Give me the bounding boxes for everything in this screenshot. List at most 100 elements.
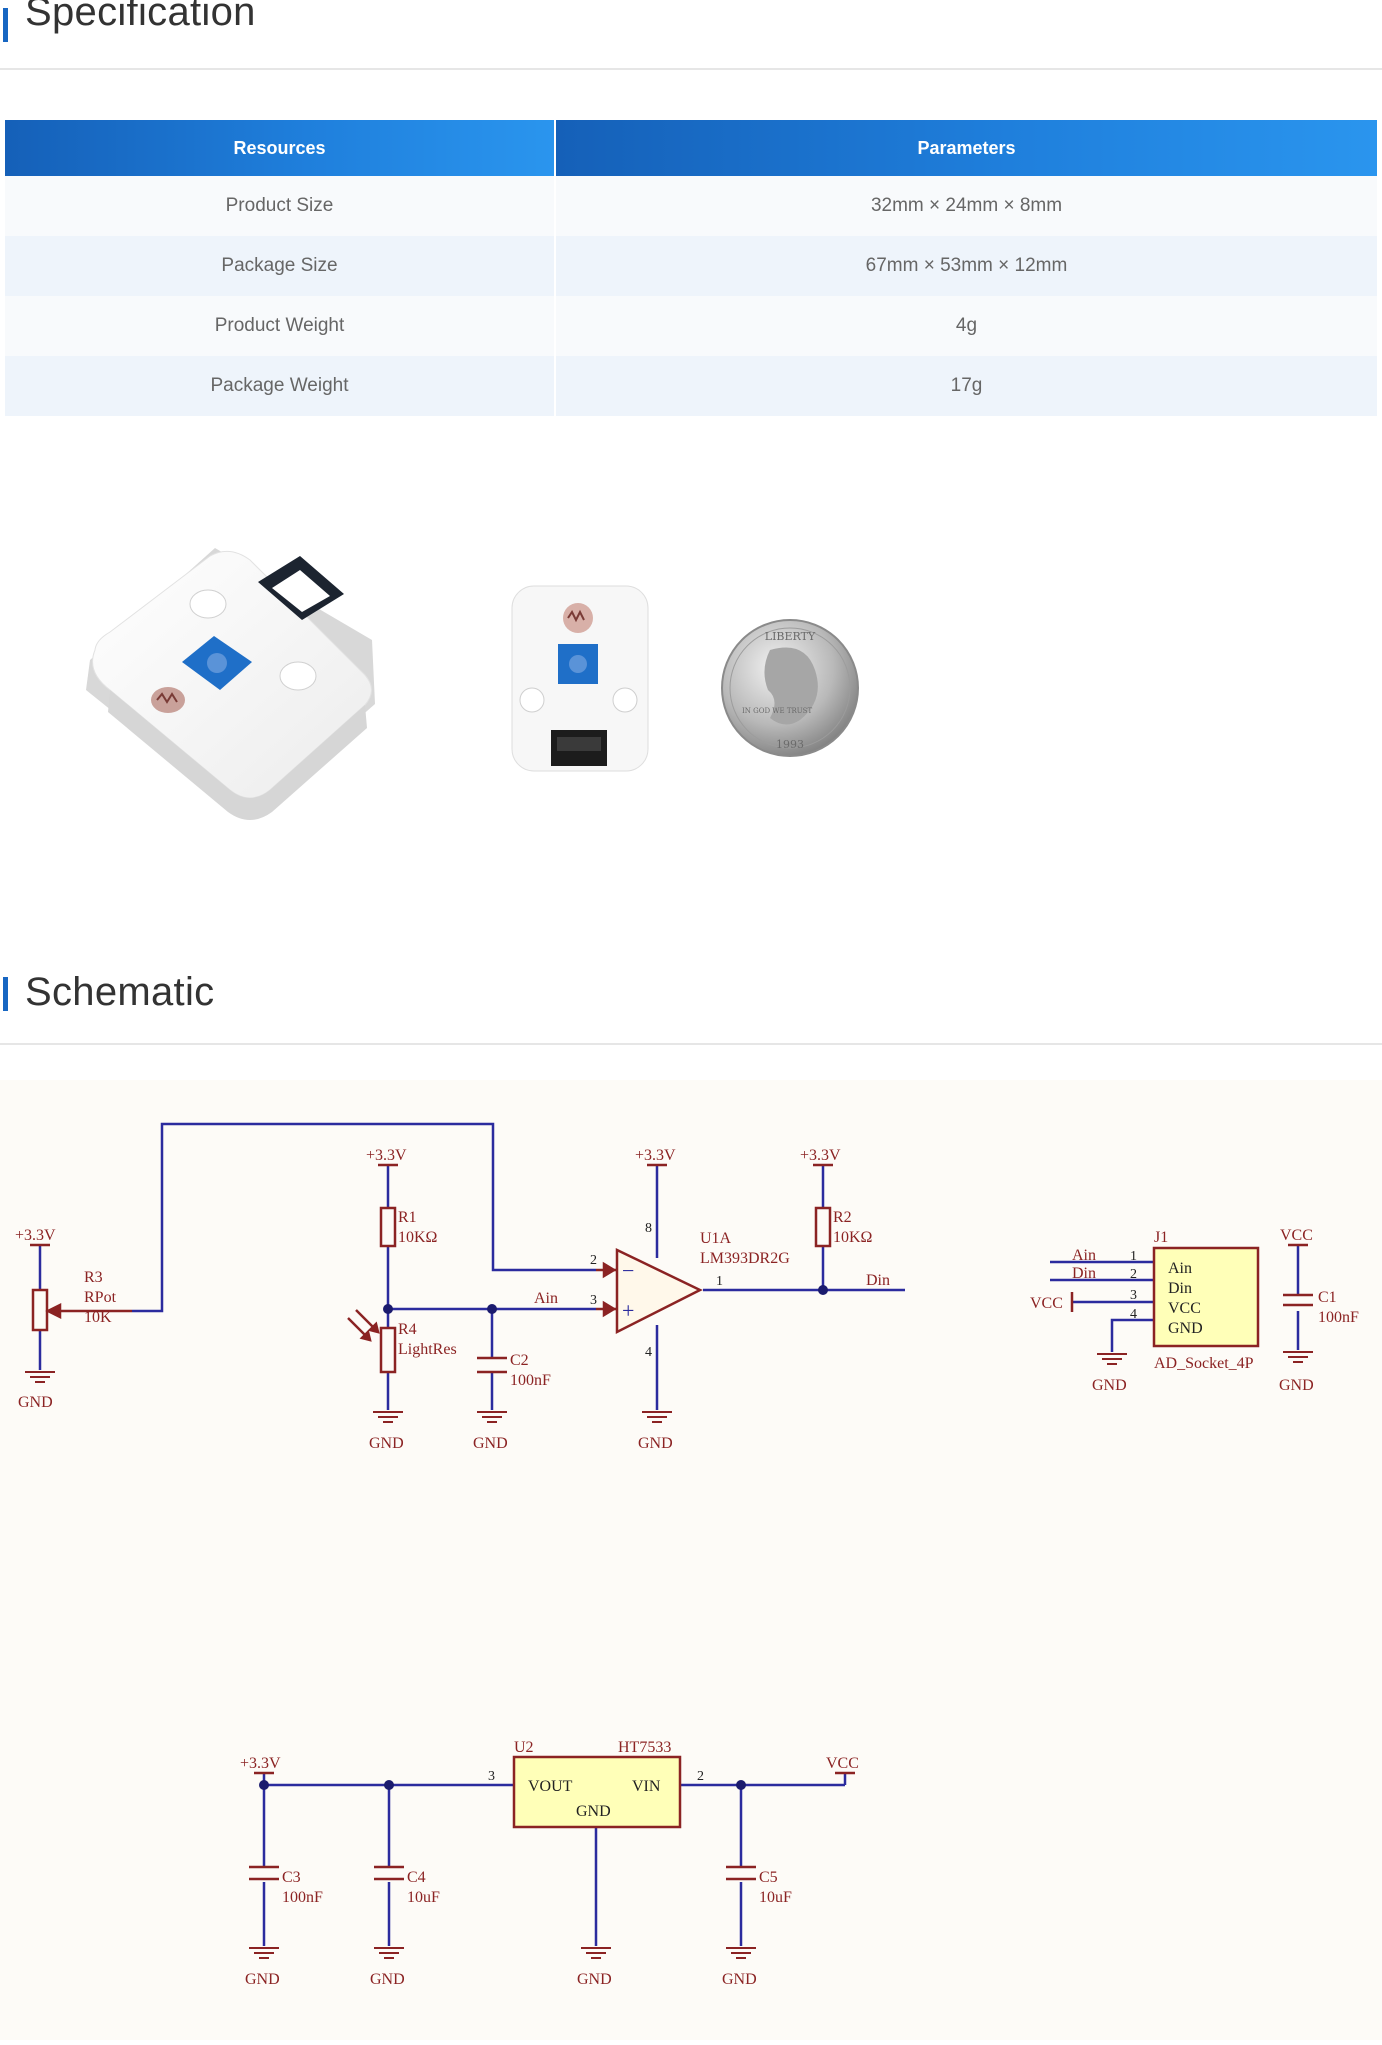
label-c1: C1 (1318, 1289, 1337, 1306)
schematic-wires (38, 1122, 1300, 1946)
resource-cell: Product Weight (5, 296, 555, 356)
pin-number: 1 (1130, 1249, 1137, 1264)
label-c3: C3 (282, 1869, 301, 1886)
schematic-components (31, 1206, 1313, 1881)
label-vcc: VCC (826, 1755, 859, 1772)
resource-cell: Package Weight (5, 356, 555, 416)
label-33v: +3.3V (800, 1147, 841, 1164)
label-c4: C4 (407, 1869, 426, 1886)
junction-dots (259, 1285, 828, 1790)
label-r2-value: 10KΩ (833, 1229, 873, 1246)
resource-cell: Product Size (5, 176, 555, 236)
label-gnd: GND (370, 1971, 405, 1988)
opamp-plus-sign: + (622, 1298, 634, 1323)
column-header-parameters: Parameters (554, 120, 1377, 176)
module-front-photo (511, 585, 649, 772)
label-gnd: GND (473, 1435, 508, 1452)
specification-table: Resources Parameters Product Size 32mm ×… (5, 120, 1377, 416)
pin-number: 3 (590, 1293, 597, 1308)
label-gnd: GND (1279, 1377, 1314, 1394)
j1-pin-vcc: VCC (1168, 1300, 1201, 1317)
label-r2: R2 (833, 1209, 852, 1226)
coin-rim-text: LIBERTY (765, 630, 816, 643)
parameter-cell: 67mm × 53mm × 12mm (554, 236, 1377, 296)
label-ain: Ain (534, 1290, 558, 1307)
label-ht7533: HT7533 (618, 1739, 671, 1756)
label-33v: +3.3V (240, 1755, 281, 1772)
schematic-heading: Schematic (0, 970, 1382, 1045)
label-c1-value: 100nF (1318, 1309, 1359, 1326)
label-din: Din (866, 1272, 890, 1289)
column-header-resources: Resources (5, 120, 555, 176)
label-gnd: GND (1092, 1377, 1127, 1394)
label-u2: U2 (514, 1739, 534, 1756)
parameter-cell: 17g (554, 356, 1377, 416)
light-connector-slot (258, 556, 344, 620)
coin-year-text: 1993 (776, 738, 804, 751)
product-photos: LIBERTY IN GOD WE TRUST 1993 (86, 548, 859, 820)
table-row: Product Size 32mm × 24mm × 8mm (5, 176, 1377, 236)
power-rail-markers (30, 1163, 1308, 1775)
pin-number: 3 (1130, 1288, 1137, 1303)
j1-pin-ain: Ain (1168, 1260, 1192, 1277)
mount-hole (612, 687, 638, 713)
j1-pin-din: Din (1168, 1280, 1192, 1297)
label-r1-value: 10KΩ (398, 1229, 438, 1246)
label-rpot: RPot (84, 1289, 117, 1306)
label-gnd: GND (722, 1971, 757, 1988)
label-33v: +3.3V (15, 1227, 56, 1244)
table-row: Package Weight 17g (5, 356, 1377, 416)
pin-number: 8 (645, 1221, 652, 1236)
specification-title: Specification (25, 0, 256, 34)
label-r1: R1 (398, 1209, 417, 1226)
label-33v: +3.3V (635, 1147, 676, 1164)
label-din: Din (1072, 1265, 1096, 1282)
label-c3-value: 100nF (282, 1889, 323, 1906)
label-33v: +3.3V (366, 1147, 407, 1164)
label-c2: C2 (510, 1352, 529, 1369)
label-lm393: LM393DR2G (700, 1250, 790, 1267)
label-c5: C5 (759, 1869, 778, 1886)
pin-number: 3 (488, 1769, 495, 1784)
schematic-title: Schematic (25, 970, 215, 1014)
coin-scale-reference: LIBERTY IN GOD WE TRUST 1993 (721, 619, 859, 757)
mount-hole (279, 661, 317, 691)
pin-number: 2 (1130, 1267, 1137, 1282)
coin-motto-text: IN GOD WE TRUST (742, 707, 812, 715)
u2-pin-gnd: GND (576, 1803, 611, 1820)
j1-pin-gnd: GND (1168, 1320, 1203, 1337)
u2-pin-vout: VOUT (528, 1778, 573, 1795)
heading-accent-bar (3, 8, 8, 42)
table-row: Package Size 67mm × 53mm × 12mm (5, 236, 1377, 296)
label-gnd: GND (577, 1971, 612, 1988)
specification-heading: Specification (0, 0, 1382, 70)
label-j1: J1 (1154, 1229, 1168, 1246)
heading-accent-bar (3, 977, 8, 1011)
label-r4: R4 (398, 1321, 417, 1338)
pin-number: 4 (1130, 1307, 1137, 1322)
table-row: Product Weight 4g (5, 296, 1377, 356)
resource-cell: Package Size (5, 236, 555, 296)
label-lightres: LightRes (398, 1341, 457, 1358)
label-c2-value: 100nF (510, 1372, 551, 1389)
parameter-cell: 4g (554, 296, 1377, 356)
label-vcc: VCC (1280, 1227, 1313, 1244)
schematic-diagram: +3.3V +3.3V +3.3V +3.3V +3.3V VCC VCC VC… (0, 1080, 1382, 2040)
label-r3: R3 (84, 1269, 103, 1286)
label-gnd: GND (369, 1435, 404, 1452)
label-gnd: GND (18, 1394, 53, 1411)
label-c4-value: 10uF (407, 1889, 440, 1906)
label-socket: AD_Socket_4P (1154, 1355, 1254, 1372)
pin-number: 1 (716, 1274, 723, 1289)
opamp-minus-sign: − (622, 1258, 634, 1283)
parameter-cell: 32mm × 24mm × 8mm (554, 176, 1377, 236)
label-c5-value: 10uF (759, 1889, 792, 1906)
mount-hole (519, 687, 545, 713)
label-vcc: VCC (1030, 1295, 1063, 1312)
u2-pin-vin: VIN (632, 1778, 661, 1795)
table-header-row: Resources Parameters (5, 120, 1377, 176)
pin-number: 2 (590, 1253, 597, 1268)
pin-number: 2 (697, 1769, 704, 1784)
label-gnd: GND (245, 1971, 280, 1988)
label-gnd: GND (638, 1435, 673, 1452)
